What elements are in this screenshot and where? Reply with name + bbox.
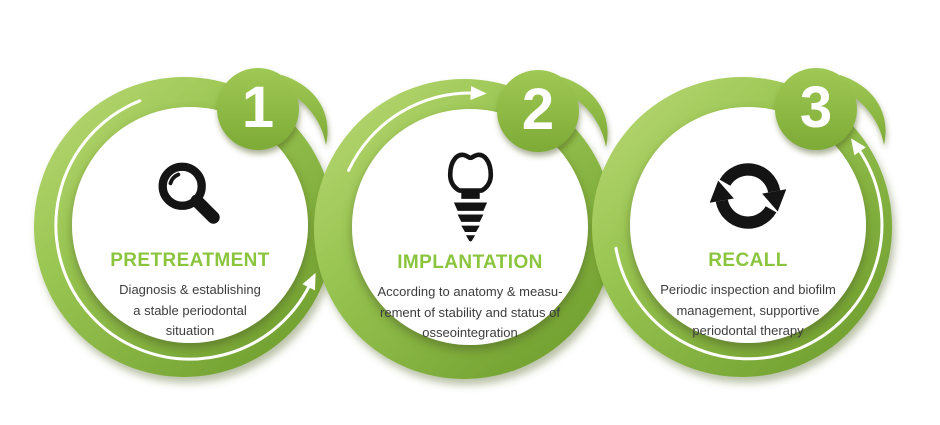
number-badge-2-shape: [497, 70, 608, 152]
step-2-title: IMPLANTATION: [397, 252, 543, 273]
step-recall: RECALL Periodic inspection and biofilm m…: [623, 147, 873, 342]
recycle-arrows-icon: [709, 163, 787, 229]
step-2-description: According to anatomy & measu- rement of …: [377, 284, 563, 340]
step-1-icon-box: [65, 147, 315, 243]
dental-implant-icon: [447, 152, 493, 242]
step-1-title: PRETREATMENT: [110, 250, 270, 271]
number-badge-3-shape: [775, 68, 886, 150]
step-1-description: Diagnosis & establishing a stable period…: [119, 282, 261, 338]
step-number-badge-1: 1: [241, 75, 275, 140]
step-number-badge-2: 2: [521, 77, 555, 142]
number-badge-1-shape: [217, 68, 328, 150]
step-3-description: Periodic inspection and biofilm manageme…: [660, 282, 836, 338]
flow-arrow-3: [614, 138, 884, 361]
flow-arrow-2: [347, 85, 487, 172]
step-number-badge-3: 3: [799, 75, 833, 140]
inner-disc-1: [72, 107, 308, 343]
step-2-icon-box: [345, 149, 595, 245]
step-pretreatment: PRETREATMENT Diagnosis & establishing a …: [65, 147, 315, 342]
step-implantation: IMPLANTATION According to anatomy & meas…: [345, 149, 595, 344]
step-3-title: RECALL: [708, 250, 788, 271]
step-3-icon-box: [623, 147, 873, 243]
flow-arrow-1: [54, 99, 316, 361]
magnifier-icon: [158, 162, 220, 224]
ring-1: [34, 68, 334, 377]
